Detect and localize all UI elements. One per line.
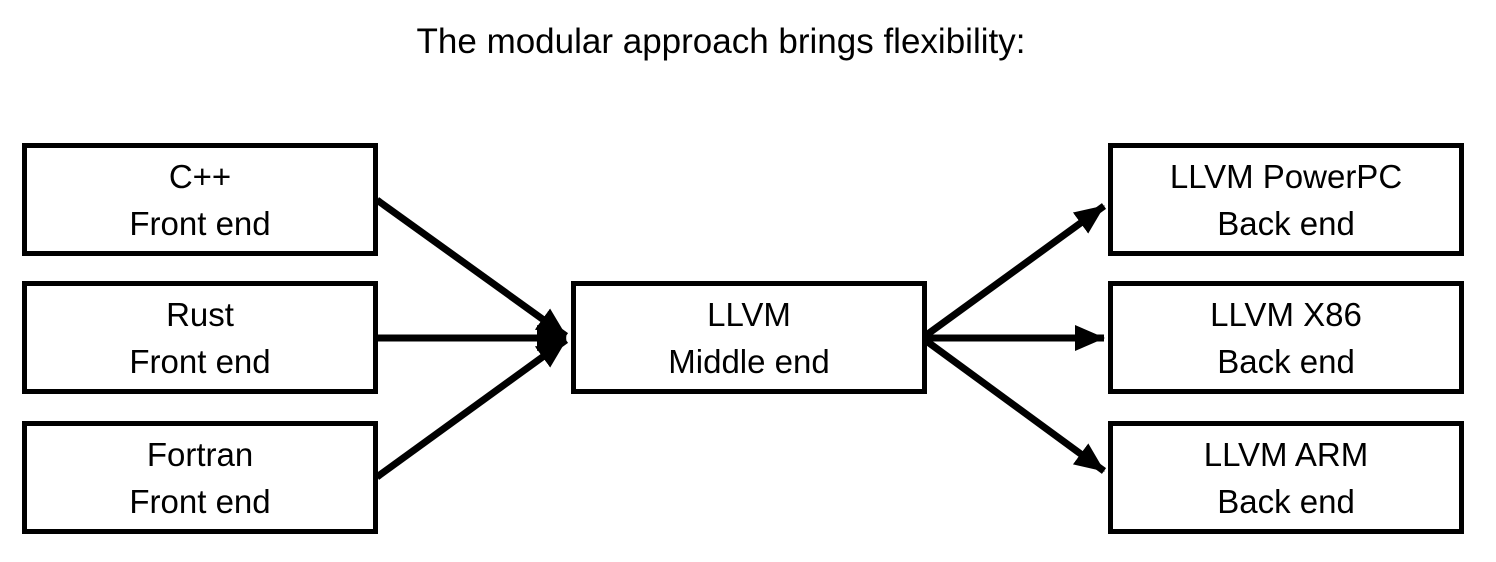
node-name: Rust [166,295,234,333]
node-role: Back end [1217,342,1355,380]
node-role: Back end [1217,204,1355,242]
node-name: LLVM X86 [1210,295,1362,333]
node-role: Front end [129,482,271,520]
node-role: Back end [1217,482,1355,520]
node-llvm-middle-end: LLVM Middle end [571,281,927,394]
diagram-title: The modular approach brings flexibility: [416,22,1026,61]
node-arm-back-end: LLVM ARM Back end [1108,421,1464,534]
arrow-llvm-to-arm [922,337,1107,474]
node-name: LLVM ARM [1203,435,1369,473]
node-role: Middle end [668,342,830,380]
node-role: Front end [129,204,271,242]
node-name: LLVM PowerPC [1169,157,1403,195]
node-name: LLVM [707,295,791,333]
node-x86-back-end: LLVM X86 Back end [1108,281,1464,394]
arrow-cpp-to-llvm [374,197,569,339]
arrow-fortran-to-llvm [374,337,569,480]
node-name: C++ [168,157,232,195]
node-rust-front-end: Rust Front end [22,281,378,394]
node-name: Fortran [146,435,254,473]
node-fortran-front-end: Fortran Front end [22,421,378,534]
node-role: Front end [129,342,271,380]
node-cpp-front-end: C++ Front end [22,143,378,256]
arrow-llvm-to-powerpc [922,203,1107,339]
node-powerpc-back-end: LLVM PowerPC Back end [1108,143,1464,256]
